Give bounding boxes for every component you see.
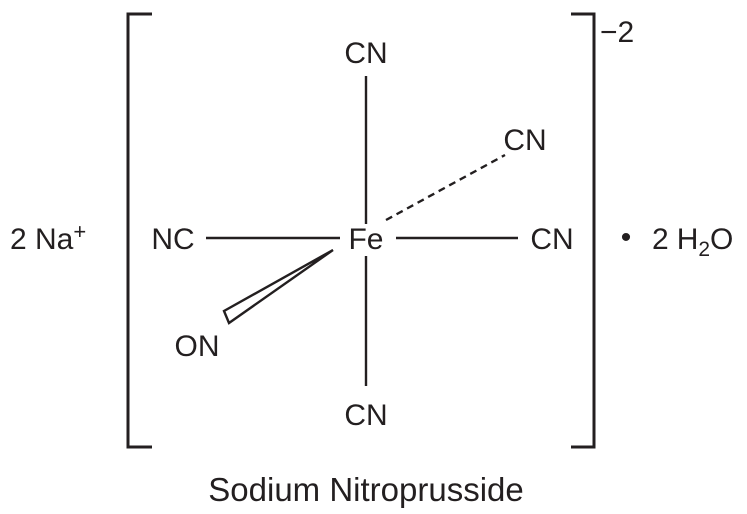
ligand-nc-left: NC (151, 223, 194, 256)
ligand-cn-back-right: CN (503, 124, 546, 157)
right-bracket (571, 12, 596, 449)
bond-back-right-dashed (385, 153, 506, 222)
complex-charge: −2 (600, 16, 634, 49)
hydrate-o: O (710, 223, 733, 256)
fe-atom: Fe (348, 223, 383, 256)
bond-front-left-wedge (222, 248, 334, 325)
ligand-cn-right: CN (530, 223, 573, 256)
hydrate-count: 2 (652, 223, 669, 256)
ligand-cn-top: CN (344, 37, 387, 70)
hydrate-h: H (677, 223, 699, 256)
hydrate-dot: • (621, 221, 632, 254)
sodium-cation: 2 Na+ (10, 219, 86, 256)
caption: Sodium Nitroprusside (208, 471, 523, 508)
sodium-cation-charge: + (73, 219, 86, 244)
ligand-on-front-left: ON (175, 330, 220, 363)
ligand-cn-bottom: CN (344, 399, 387, 432)
sodium-cation-label: 2 Na (10, 223, 74, 256)
hydrate-subscript: 2 (698, 238, 710, 261)
left-bracket (126, 12, 152, 449)
